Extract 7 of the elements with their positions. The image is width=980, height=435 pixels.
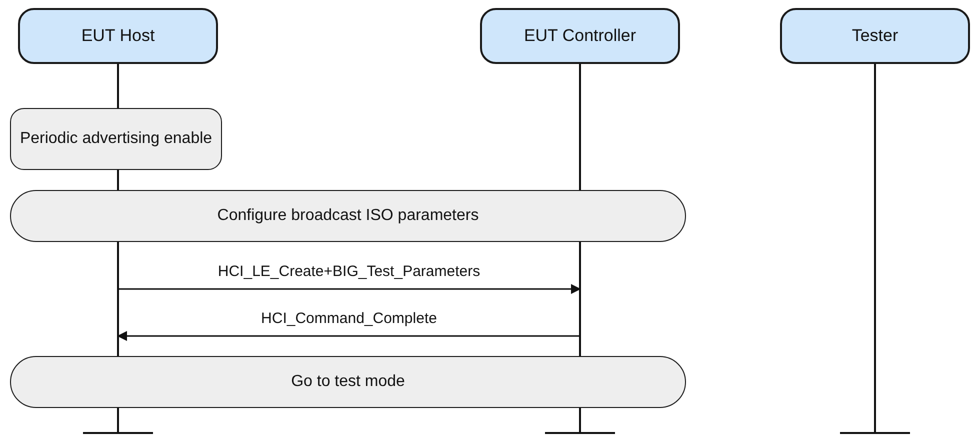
lifeline-header: Tester	[780, 8, 970, 64]
action-bar: Configure broadcast ISO parameters	[10, 190, 686, 242]
lifeline-header: EUT Controller	[480, 8, 680, 64]
message-arrow	[118, 284, 581, 294]
action-bar: Go to test mode	[10, 356, 686, 408]
lifeline-header: EUT Host	[18, 8, 218, 64]
message-arrow	[117, 331, 580, 341]
